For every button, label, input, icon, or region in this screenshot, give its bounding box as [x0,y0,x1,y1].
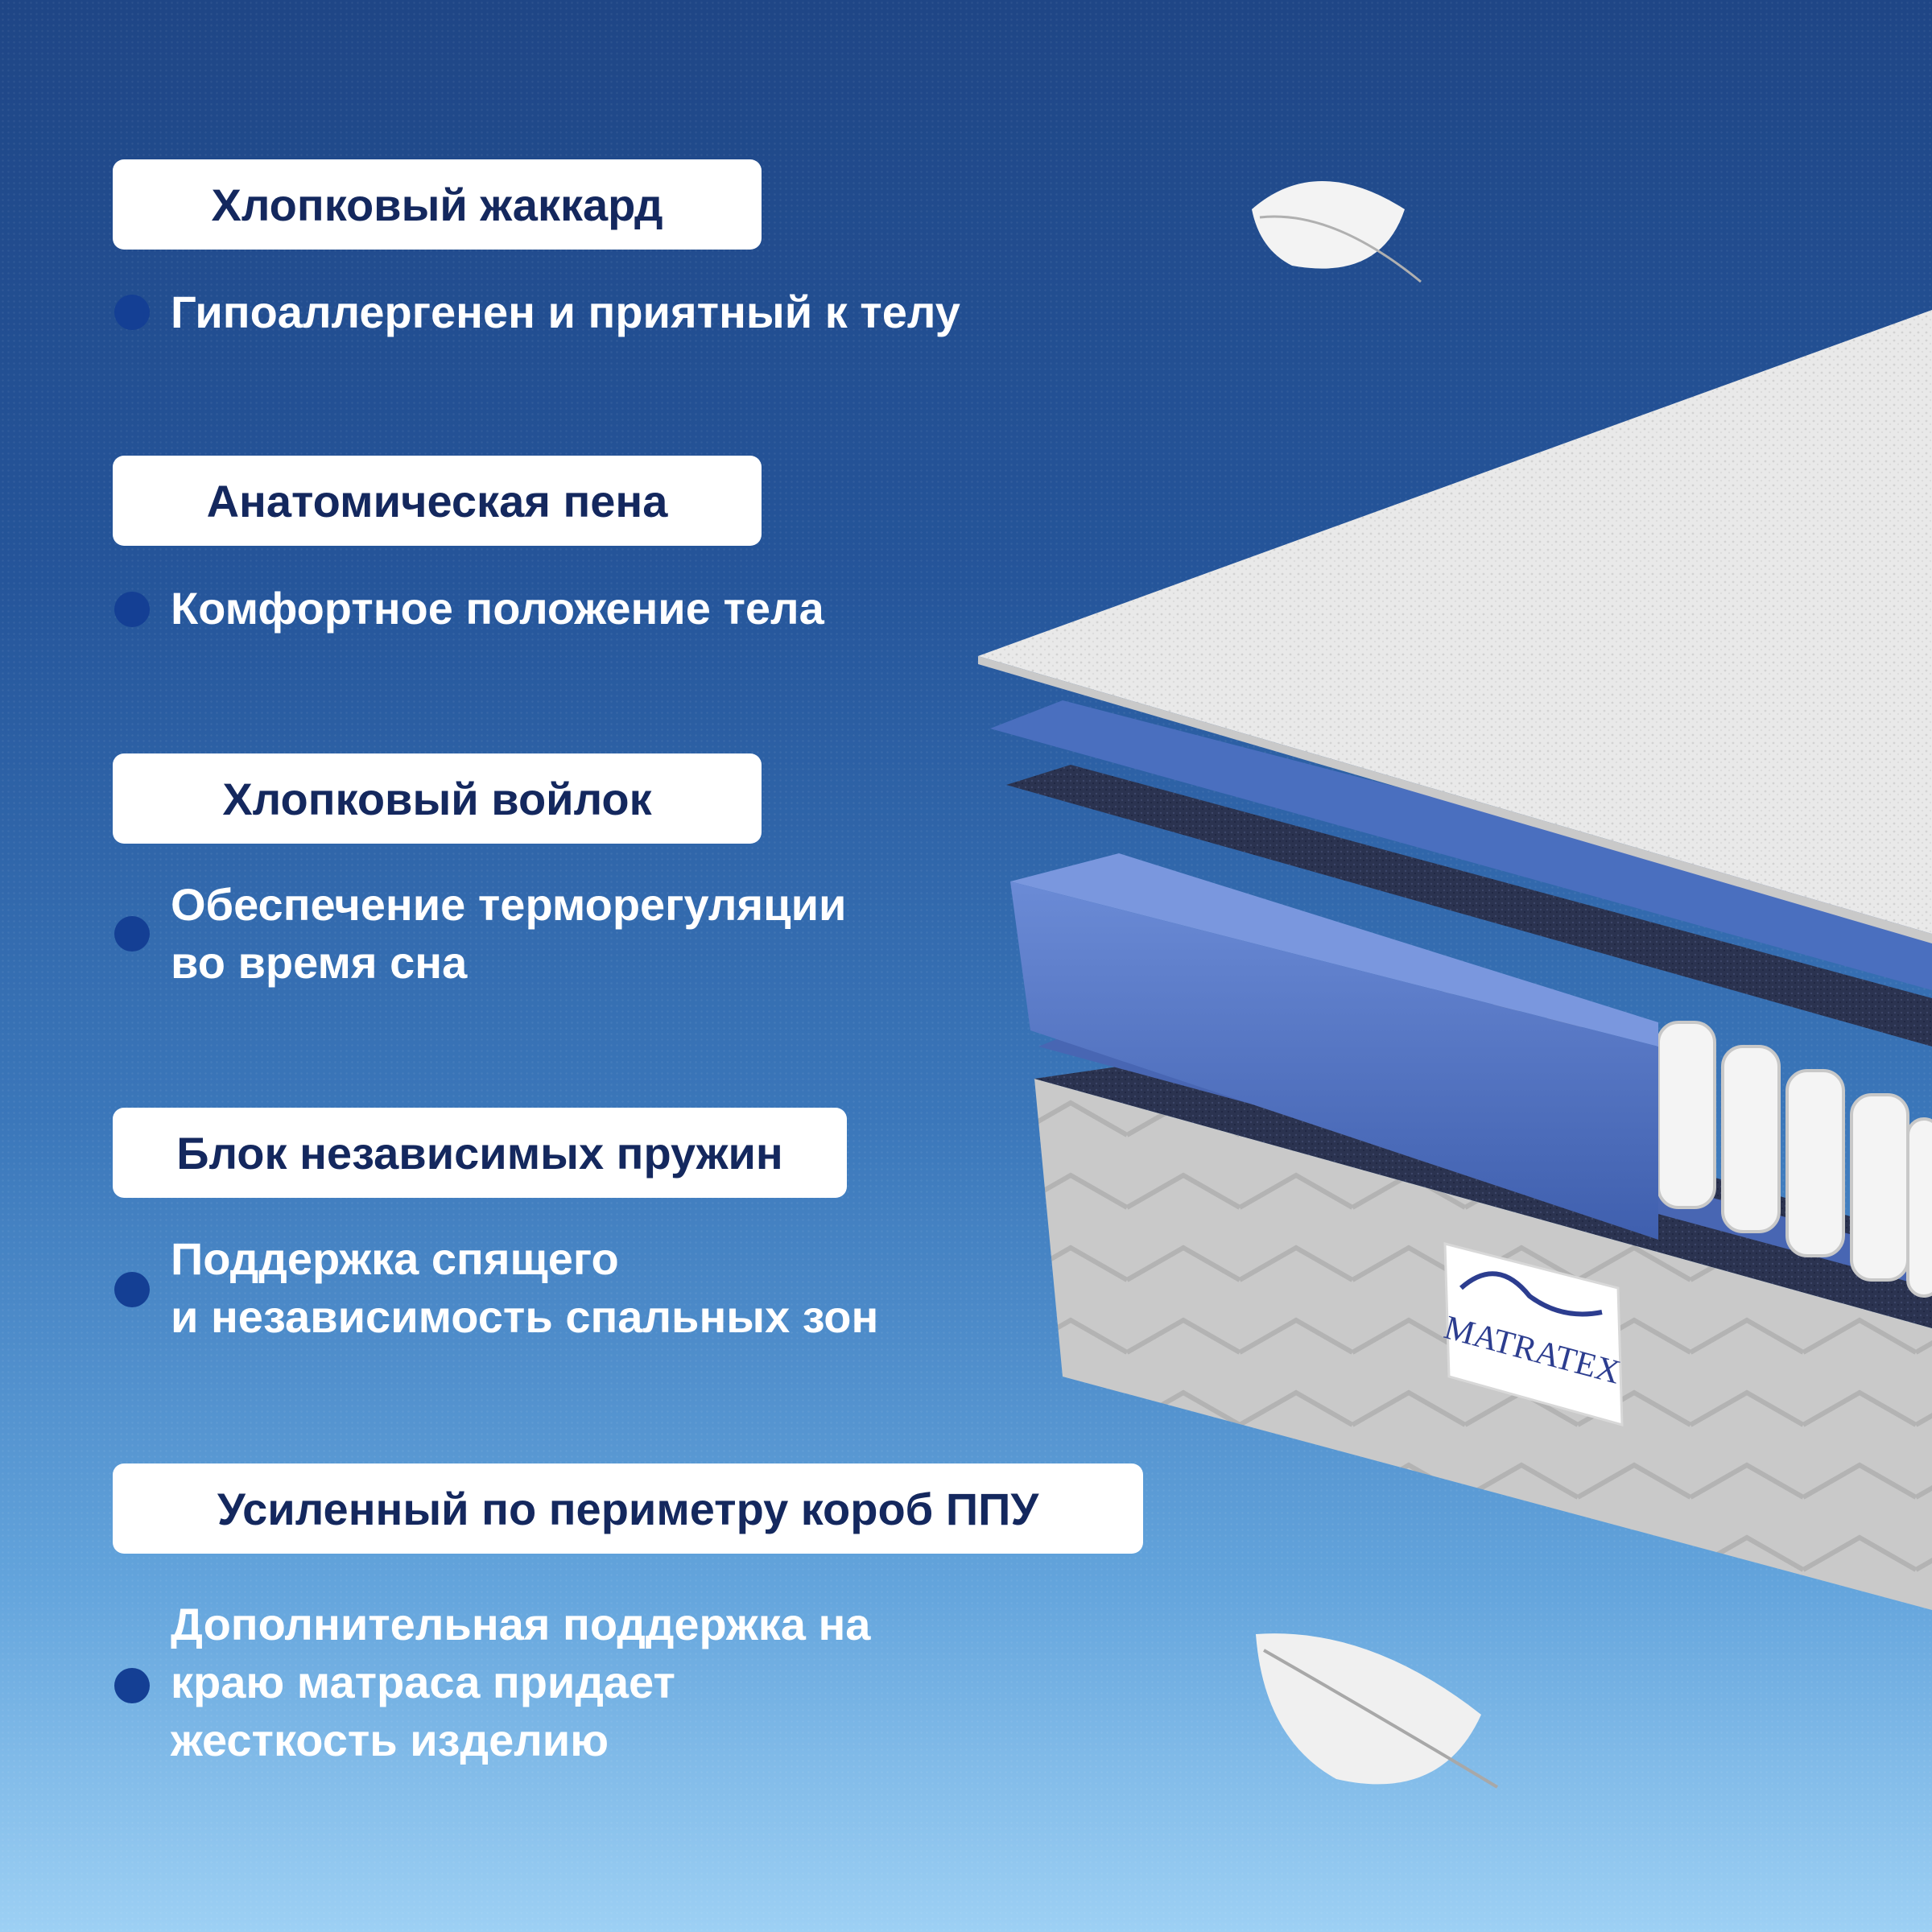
anatomical-foam-layer [990,700,1932,990]
feature-title-perimeter-box: Усиленный по периметру короб ППУ [113,1463,1143,1554]
perimeter-foam-box [1010,881,1658,1240]
feature-description-spring-block: Поддержка спящего и независимость спальн… [171,1233,879,1342]
jacquard-top-panel [978,310,1932,934]
bullet-dot-icon [114,592,150,627]
bullet-dot-icon [114,1668,150,1703]
feature-title-jacquard: Хлопковый жаккард [113,159,762,250]
feature-title-cotton-felt: Хлопковый войлок [113,753,762,844]
bullet-dot-icon [114,295,150,330]
bottom-felt-layer [1034,1046,1932,1328]
feature-title-anatomical-foam: Анатомическая пена [113,456,762,546]
feature-description-jacquard: Гипоаллергенен и приятный к телу [171,287,960,337]
bullet-dot-icon [114,916,150,952]
felt-layer [1006,765,1932,1046]
perimeter-foam-box-top [1010,853,1658,1046]
brand-tag: MATRATEX [1440,1242,1624,1426]
feature-description-perimeter-box: Дополнительная поддержка на краю матраса… [171,1599,871,1765]
feature-title-spring-block: Блок независимых пружин [113,1108,847,1198]
feature-description-cotton-felt: Обеспечение терморегуляции во время сна [171,879,847,988]
feather-icon [1256,1633,1499,1789]
bullet-dot-icon [114,1272,150,1307]
feather-icon [1252,181,1422,283]
feature-description-anatomical-foam: Комфортное положение тела [171,583,824,634]
